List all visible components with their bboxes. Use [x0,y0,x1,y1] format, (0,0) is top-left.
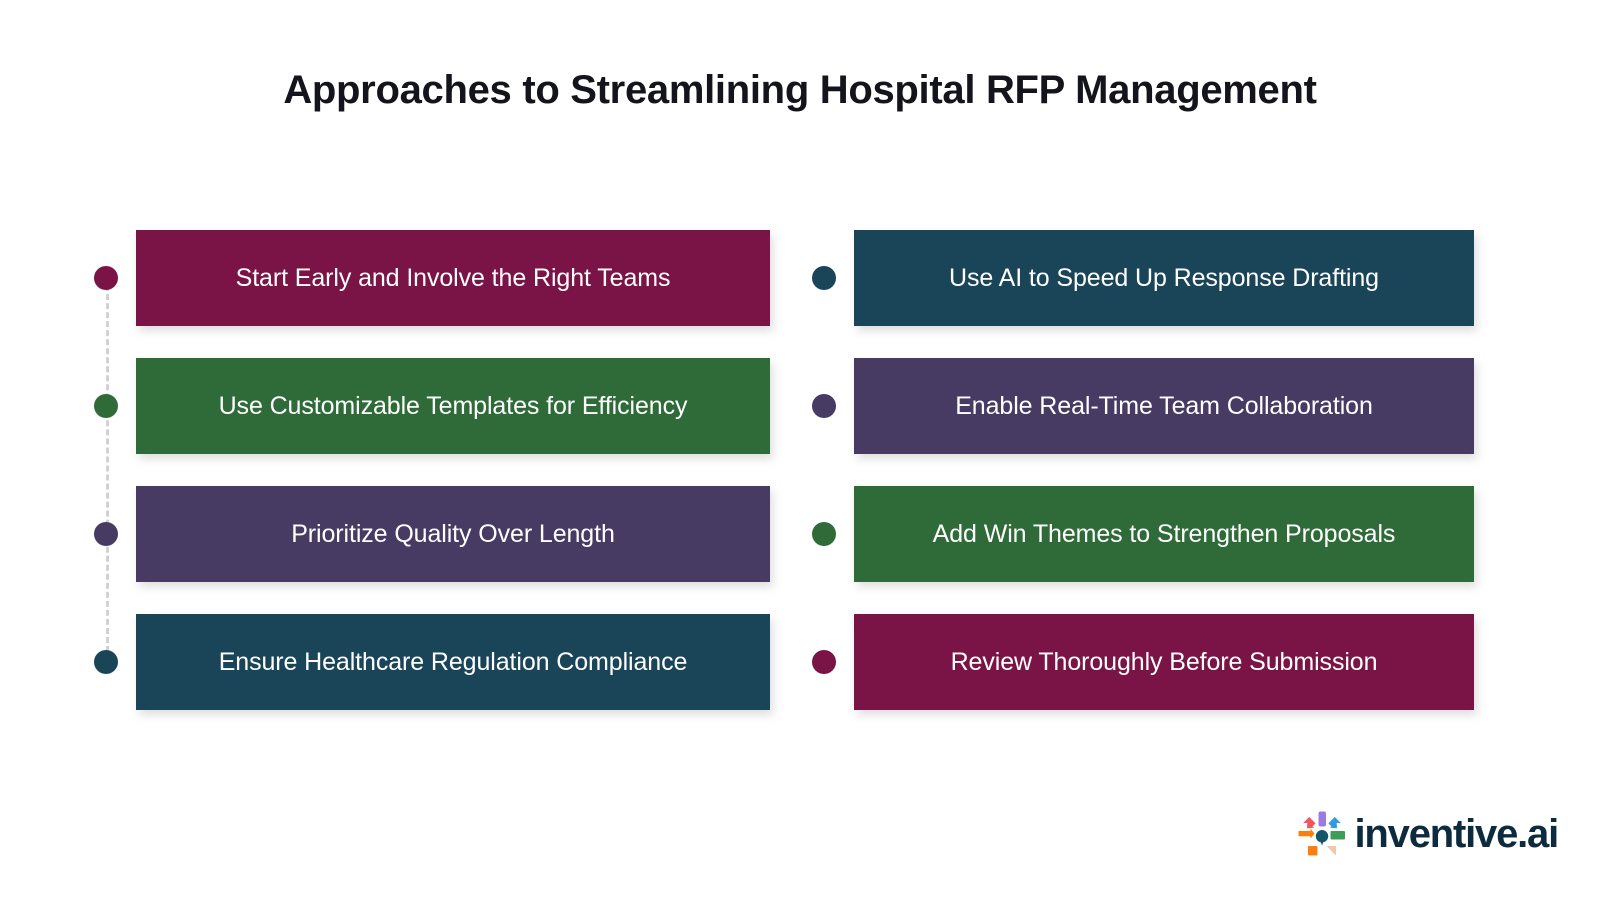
brand-logo: inventive.ai [1298,810,1560,858]
inventive-starburst-icon [1298,810,1346,858]
brand-wordmark: inventive.ai [1354,812,1560,856]
step-box[interactable]: Start Early and Involve the Right Teams [136,230,770,326]
right-column: Use AI to Speed Up Response Drafting Ena… [800,230,1600,720]
step-box[interactable]: Add Win Themes to Strengthen Proposals [854,486,1474,582]
bullet-dot-icon [812,394,836,418]
step-label: Start Early and Involve the Right Teams [235,263,671,292]
step-box[interactable]: Use AI to Speed Up Response Drafting [854,230,1474,326]
step-label: Use Customizable Templates for Efficienc… [218,391,688,420]
bullet-dot-icon [94,266,118,290]
step-label: Ensure Healthcare Regulation Compliance [218,647,688,676]
list-item[interactable]: Ensure Healthcare Regulation Compliance [0,614,800,710]
list-item[interactable]: Enable Real-Time Team Collaboration [800,358,1600,454]
bullet-dot-icon [812,266,836,290]
columns-container: Start Early and Involve the Right Teams … [0,230,1600,720]
left-column: Start Early and Involve the Right Teams … [0,230,800,720]
bullet-dot-icon [94,394,118,418]
bullet-dot-icon [94,650,118,674]
list-item[interactable]: Review Thoroughly Before Submission [800,614,1600,710]
bullet-dot-icon [812,522,836,546]
list-item[interactable]: Prioritize Quality Over Length [0,486,800,582]
bullet-dot-icon [812,650,836,674]
step-label: Use AI to Speed Up Response Drafting [949,263,1379,292]
step-label: Add Win Themes to Strengthen Proposals [932,519,1396,548]
list-item[interactable]: Use AI to Speed Up Response Drafting [800,230,1600,326]
step-box[interactable]: Review Thoroughly Before Submission [854,614,1474,710]
step-label: Prioritize Quality Over Length [291,519,615,548]
list-item[interactable]: Use Customizable Templates for Efficienc… [0,358,800,454]
left-column-dashed-rail [106,276,109,652]
step-box[interactable]: Ensure Healthcare Regulation Compliance [136,614,770,710]
step-label: Review Thoroughly Before Submission [950,647,1378,676]
page-title: Approaches to Streamlining Hospital RFP … [283,68,1317,112]
step-box[interactable]: Prioritize Quality Over Length [136,486,770,582]
step-label: Enable Real-Time Team Collaboration [955,391,1373,420]
step-box[interactable]: Use Customizable Templates for Efficienc… [136,358,770,454]
list-item[interactable]: Start Early and Involve the Right Teams [0,230,800,326]
step-box[interactable]: Enable Real-Time Team Collaboration [854,358,1474,454]
list-item[interactable]: Add Win Themes to Strengthen Proposals [800,486,1600,582]
bullet-dot-icon [94,522,118,546]
